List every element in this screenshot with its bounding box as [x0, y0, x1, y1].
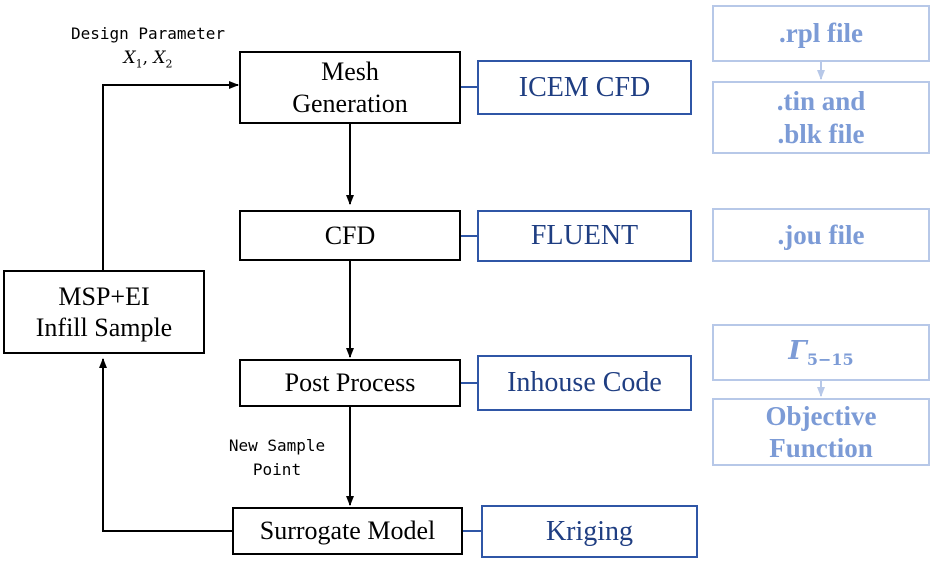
- design-parameter-variables: X1, X2: [50, 46, 246, 73]
- variable-separator: ,: [142, 48, 154, 68]
- new-sample-line2: Point: [252, 460, 302, 479]
- kriging-box: Kriging: [481, 505, 698, 558]
- jou-file-label: .jou file: [777, 219, 865, 250]
- mesh-generation-box: Mesh Generation: [239, 51, 461, 124]
- arrow-infill-to-mesh: [102, 81, 239, 270]
- tin-blk-file-box: .tin and .blk file: [712, 81, 930, 154]
- icem-cfd-box: ICEM CFD: [477, 60, 692, 115]
- infill-line1: MSP+EI: [58, 281, 150, 311]
- infill-line2: Infill Sample: [35, 313, 173, 342]
- surrogate-model-box: Surrogate Model: [232, 507, 463, 555]
- jou-file-box: .jou file: [712, 208, 930, 262]
- design-parameter-label: Design Parameter X1, X2: [50, 22, 246, 73]
- x2-symbol: X: [153, 48, 166, 68]
- tin-line2: .blk file: [777, 118, 865, 149]
- new-sample-line1: New Sample: [228, 436, 326, 455]
- cfd-box: CFD: [239, 210, 461, 261]
- gamma-subscript: 5−15: [806, 350, 854, 369]
- arrow-surrogate-to-infill: [99, 358, 232, 532]
- gamma-box: Γ5−15: [712, 324, 930, 381]
- fluent-label: FLUENT: [530, 220, 639, 252]
- gamma-symbol: Γ: [788, 335, 807, 366]
- x2-subscript: 2: [165, 57, 173, 71]
- mesh-line2: Generation: [292, 88, 408, 118]
- kriging-label: Kriging: [545, 515, 634, 547]
- x1-subscript: 1: [135, 57, 143, 71]
- infill-sample-box: MSP+EI Infill Sample: [3, 270, 205, 354]
- x1-symbol: X: [123, 48, 136, 68]
- surrogate-model-label: Surrogate Model: [259, 516, 436, 546]
- rpl-file-label: .rpl file: [779, 18, 863, 49]
- inhouse-code-label: Inhouse Code: [507, 367, 662, 399]
- objective-function-box: Objective Function: [712, 398, 930, 466]
- new-sample-point-label: New Sample Point: [214, 434, 340, 482]
- design-parameter-title: Design Parameter: [70, 24, 226, 43]
- post-process-box: Post Process: [239, 359, 461, 407]
- objective-line2: Function: [769, 433, 873, 463]
- tin-line1: .tin and: [776, 86, 866, 117]
- cfd-label: CFD: [324, 220, 376, 250]
- objective-line1: Objective: [765, 400, 877, 431]
- icem-cfd-label: ICEM CFD: [518, 71, 651, 103]
- mesh-line1: Mesh: [321, 57, 379, 87]
- inhouse-code-box: Inhouse Code: [477, 355, 692, 411]
- gamma-label: Γ5−15: [788, 336, 853, 369]
- post-process-label: Post Process: [284, 368, 416, 398]
- fluent-box: FLUENT: [477, 210, 692, 262]
- rpl-file-box: .rpl file: [712, 5, 930, 62]
